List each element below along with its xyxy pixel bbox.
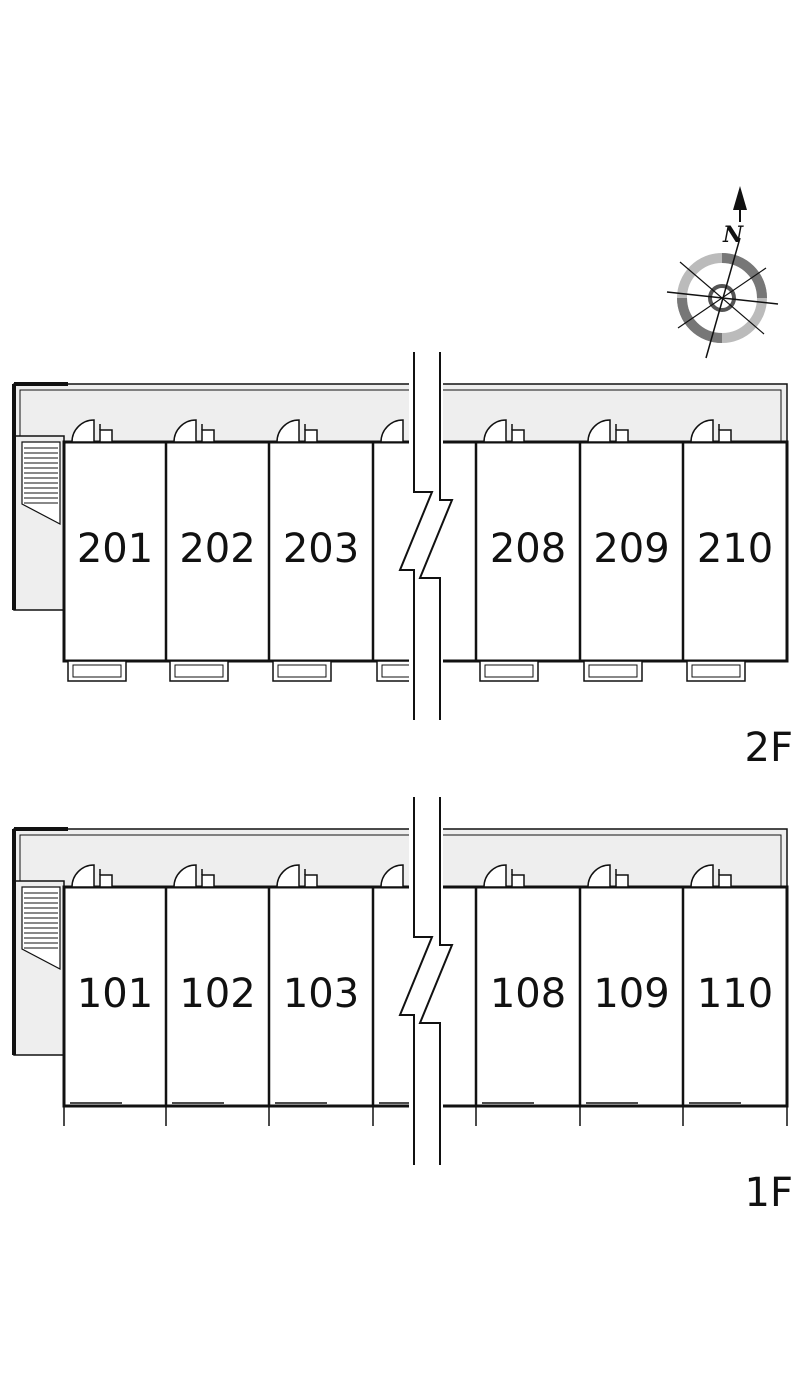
meter-box [304, 874, 318, 888]
balcony-rail [277, 664, 327, 678]
unit-label-103: 103 [283, 971, 359, 1017]
break-line [398, 797, 434, 1165]
break-line [418, 797, 454, 1165]
meter-box [718, 874, 732, 888]
balcony [67, 660, 127, 682]
floor-label: 2F [745, 725, 793, 771]
door-icon [71, 864, 95, 888]
compass-icon: N [666, 186, 779, 359]
north-label: N [722, 222, 744, 248]
door-icon [276, 419, 300, 443]
unit-label-203: 203 [283, 526, 359, 572]
corridor [13, 383, 788, 443]
floor-1f: 101 102 103 108 109 110 1F [12, 797, 793, 1216]
meter-box [718, 429, 732, 443]
door-icon [587, 419, 611, 443]
unit-label-201: 201 [77, 526, 153, 572]
meter-box [511, 874, 525, 888]
meter-box [615, 429, 629, 443]
door-icon [71, 419, 95, 443]
door-swing [587, 864, 611, 888]
door-swing [380, 864, 404, 888]
staircase-icon [21, 441, 61, 525]
door-swing [483, 419, 507, 443]
balcony [479, 660, 539, 682]
balcony-rail [72, 664, 122, 678]
unit-label-202: 202 [179, 526, 255, 572]
floor-label: 1F [745, 1170, 793, 1216]
unit-label-208: 208 [490, 526, 566, 572]
unit-label-210: 210 [697, 526, 773, 572]
unit-label-110: 110 [697, 971, 773, 1017]
meter-box [201, 874, 215, 888]
meter-box [201, 429, 215, 443]
door-swing [71, 419, 95, 443]
door-swing [483, 864, 507, 888]
door-icon [483, 864, 507, 888]
balcony [169, 660, 229, 682]
floor-2f: 201 202 203 208 209 210 2F [12, 352, 793, 771]
door-icon [173, 864, 197, 888]
meter-box [99, 874, 113, 888]
balcony [272, 660, 332, 682]
unit-label-101: 101 [77, 971, 153, 1017]
door-icon [173, 419, 197, 443]
compass-ring-dark-segment [721, 253, 767, 299]
meter-box [99, 429, 113, 443]
balcony [583, 660, 643, 682]
door-swing [380, 419, 404, 443]
door-icon [380, 419, 404, 443]
staircase-icon [21, 886, 61, 970]
door-icon [690, 864, 714, 888]
door-icon [380, 864, 404, 888]
door-icon [690, 419, 714, 443]
balcony-rail [174, 664, 224, 678]
meter-box [511, 429, 525, 443]
door-swing [690, 419, 714, 443]
balcony-rail [691, 664, 741, 678]
balcony-rail [588, 664, 638, 678]
door-icon [483, 419, 507, 443]
unit-label-209: 209 [593, 526, 669, 572]
door-swing [173, 419, 197, 443]
compass-ring-dark-segment [677, 297, 723, 343]
unit-label-109: 109 [593, 971, 669, 1017]
door-swing [276, 864, 300, 888]
break-line [418, 352, 454, 720]
break-line [398, 352, 434, 720]
door-swing [276, 419, 300, 443]
door-icon [276, 864, 300, 888]
door-swing [71, 864, 95, 888]
door-swing [587, 419, 611, 443]
door-swing [173, 864, 197, 888]
floors-layer: 201 202 203 208 209 210 2F 101 102 103 108 109 110 1F [12, 352, 793, 1216]
unit-label-102: 102 [179, 971, 255, 1017]
meter-box [615, 874, 629, 888]
compass-needle-diag [677, 267, 767, 329]
balcony [686, 660, 746, 682]
north-arrow-icon [733, 186, 747, 210]
unit-label-108: 108 [490, 971, 566, 1017]
meter-box [304, 429, 318, 443]
compass-ring-inner [708, 284, 736, 312]
door-swing [690, 864, 714, 888]
balcony-rail [484, 664, 534, 678]
door-icon [587, 864, 611, 888]
